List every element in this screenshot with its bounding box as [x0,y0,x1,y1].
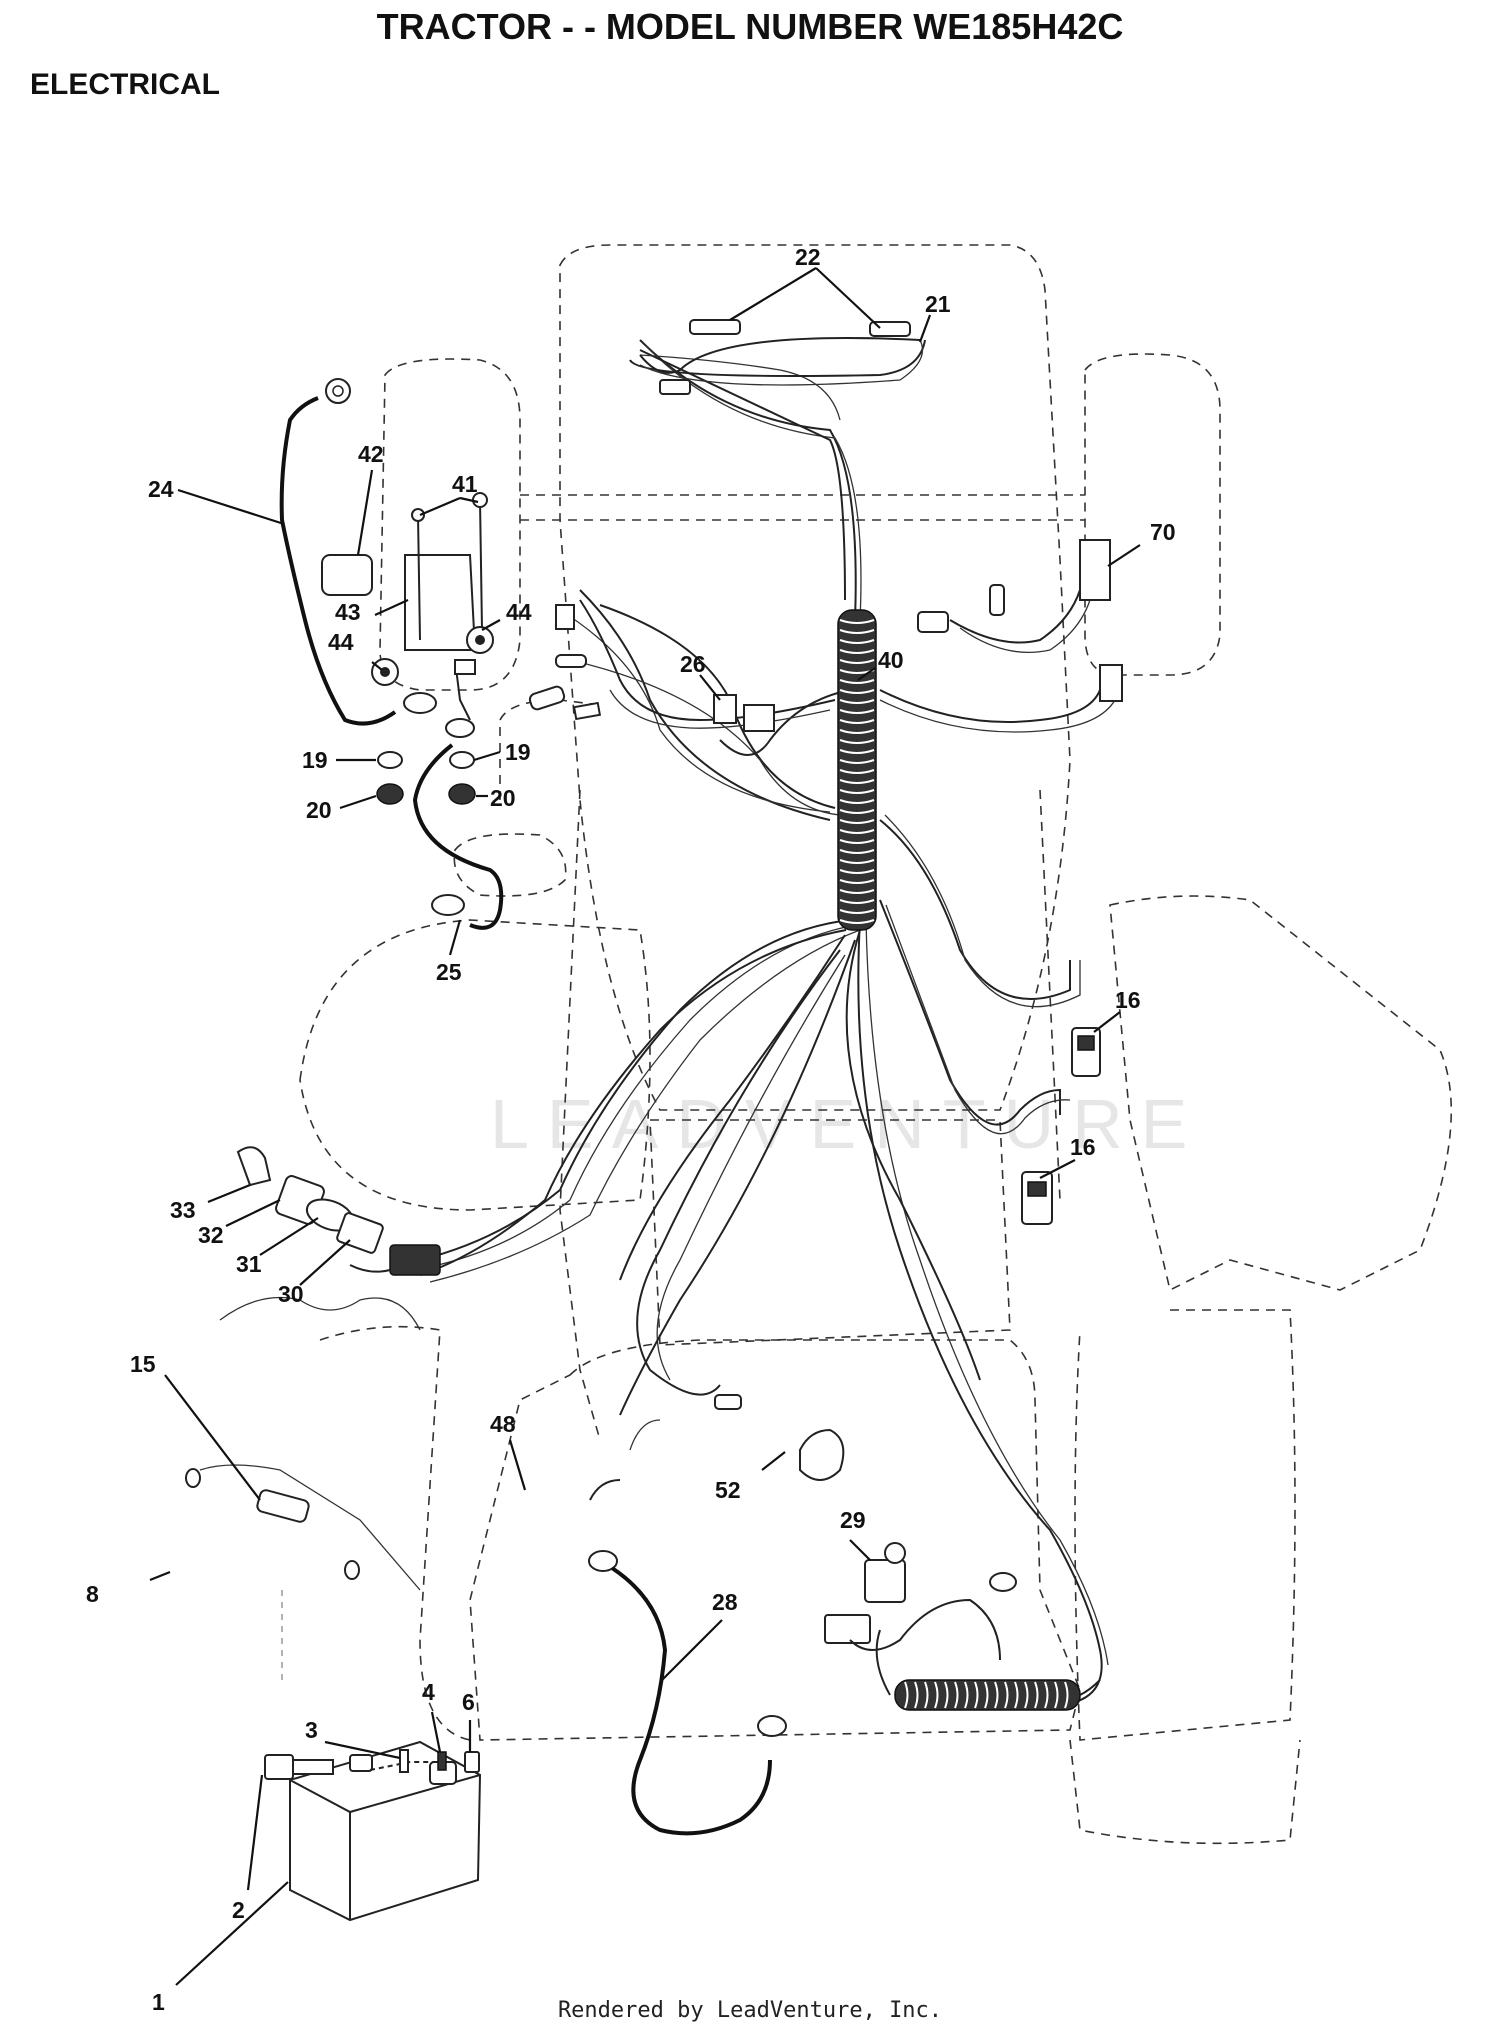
harness-plug-top [659,379,691,395]
clip-52 [799,1428,845,1481]
connector-tab-left [555,604,575,630]
callout-43: 43 [335,599,361,625]
callout-8: 8 [86,1581,99,1607]
connector-16-upper [1071,1027,1101,1077]
seat-switch-29 [864,1559,906,1603]
left-front-wheel-outline [379,358,521,691]
steering-ring-outline [453,833,567,897]
tractor-outline [299,244,1452,1845]
hold-down-rod [256,1489,310,1523]
callout-21: 21 [925,291,951,317]
washer-3 [399,1749,409,1773]
main-wire-harness [419,339,1116,1706]
callout-31: 31 [236,1251,262,1277]
callout-40: 40 [878,647,904,673]
headlight-socket-left [689,319,741,335]
frame-rail-left [559,789,601,1441]
callout-leaders [164,267,1141,1986]
ignition-switch-assembly [236,1146,441,1276]
callout-48: 48 [490,1411,516,1437]
headlight-socket-right [869,321,911,337]
footer-credit: Rendered by LeadVenture, Inc. [557,1998,943,2023]
frame-rail-right [1039,789,1061,1201]
front-axle-outline [520,494,1085,521]
battery-bolt-2-shank [292,1759,334,1775]
ground-cable-28 [588,1550,787,1836]
washer-19-right [449,751,475,769]
callout-70: 70 [1150,519,1176,545]
seat-switch-assembly [589,1394,1101,1711]
callout-28: 28 [712,1589,738,1615]
callout-19-right: 19 [505,739,531,765]
callout-33: 33 [170,1197,196,1223]
section-heading: ELECTRICAL [30,68,220,101]
harness-small-connectors [528,539,1123,732]
callout-29: 29 [840,1507,866,1533]
conduit-coil-upper [837,609,877,931]
watermark-text: LEADVENTURE [490,1085,1205,1163]
deck-outline [299,919,651,1211]
solenoid-cap [321,554,373,596]
ignition-key [236,1146,272,1187]
callout-15: 15 [130,1351,156,1377]
rear-tray-outline [1069,1739,1301,1845]
seat-area-outline [649,1119,1011,1346]
callout-44-right: 44 [506,599,532,625]
washer-19-left [377,751,403,769]
callout-41: 41 [452,471,478,497]
rear-body-outline [469,1339,1081,1741]
callout-24: 24 [148,476,174,502]
connector-16-lower [1021,1171,1053,1225]
battery-cable-24 [279,378,437,726]
callout-26: 26 [680,651,706,677]
solenoid-assembly [321,492,504,930]
callout-19-left: 19 [302,747,328,773]
ignition-plug-30 [389,1244,441,1276]
connector-70 [1079,539,1111,601]
page-title: TRACTOR - - MODEL NUMBER WE185H42C [376,6,1124,47]
callout-2: 2 [232,1897,245,1923]
callout-numbers: 22 21 24 42 41 70 43 44 44 26 40 19 19 2… [86,244,1176,2015]
callout-22: 22 [795,244,821,270]
callout-44-left: 44 [328,629,354,655]
callout-4: 4 [422,1679,435,1705]
battery-terminal-neg [349,1754,373,1772]
callout-32: 32 [198,1222,224,1248]
callout-20-right: 20 [490,785,516,811]
lockwasher-4 [437,1751,447,1771]
nut-20-right [448,783,476,805]
callout-16-upper: 16 [1115,987,1141,1013]
callout-42: 42 [358,441,384,467]
callout-1: 1 [152,1989,165,2015]
rear-wheel-right-outline [1074,1309,1296,1741]
battery-bolt-2-head [264,1754,294,1780]
callout-52: 52 [715,1477,741,1503]
battery-group [264,1740,482,1922]
callout-3: 3 [305,1717,318,1743]
seat-switch-plug [824,1614,871,1644]
connector-26a [713,694,737,724]
callout-16-lower: 16 [1070,1134,1096,1160]
headlight-harness [629,319,926,601]
callout-30: 30 [278,1281,304,1307]
callout-25: 25 [436,959,462,985]
right-front-wheel-outline [1084,353,1221,676]
solenoid-body [404,554,477,651]
connector-26b [743,704,775,732]
battery-hold-down [149,1296,421,1680]
connector-16-group [1021,1027,1101,1225]
battery-tray-outline [319,1325,471,1741]
callout-20-left: 20 [306,797,332,823]
callout-6: 6 [462,1689,475,1715]
nut-20-left [376,783,404,805]
nut-6 [464,1751,480,1773]
